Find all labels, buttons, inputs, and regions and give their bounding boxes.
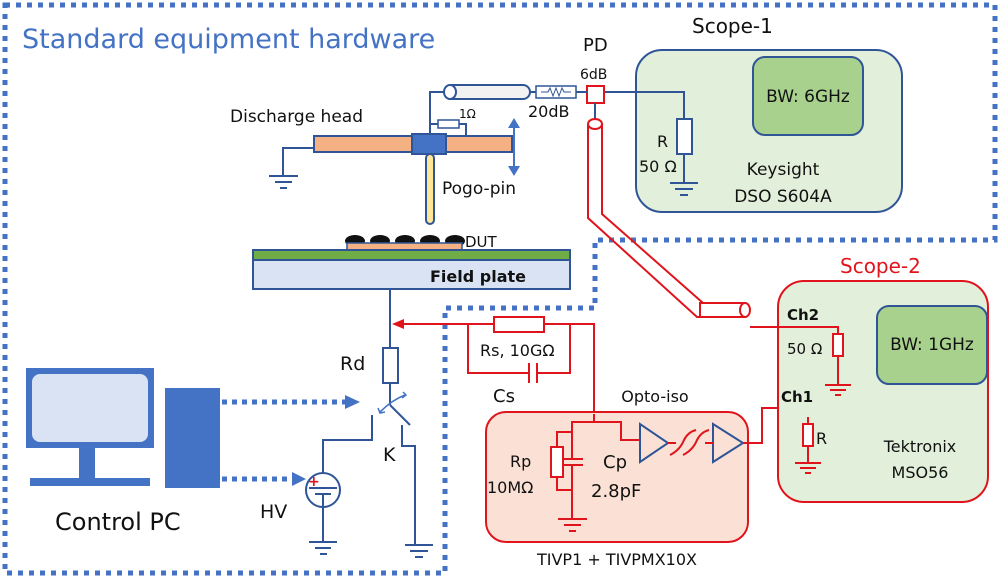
red-coax-connector: [699, 302, 746, 318]
scope2-ch2: Ch2: [787, 306, 819, 324]
ch1-resistor: [802, 423, 814, 447]
discharge-head-wire: [429, 91, 467, 136]
attenuator-resistor-zigzag: [541, 86, 571, 98]
control-arrow-to-hv: [222, 472, 306, 486]
scope1-model: DSO S604A: [734, 187, 832, 207]
attenuator-label: 20dB: [528, 102, 570, 121]
rp-value: 10MΩ: [487, 478, 533, 497]
ch2-resistor: [832, 333, 844, 357]
pogo-pin: [425, 153, 435, 225]
scope1-r-label: R: [657, 132, 668, 151]
red-coax-scope-end: [739, 302, 751, 318]
power-divider: [586, 85, 605, 104]
blue-coax-cable: [449, 84, 531, 100]
scope2-ch2-r: 50 Ω: [787, 340, 822, 358]
ch2-wire: [750, 326, 839, 384]
head-ground-icon: [269, 175, 298, 189]
scope1-wire: [605, 91, 685, 183]
scope2-model: MSO56: [892, 463, 949, 482]
field-plate-top: [252, 249, 571, 261]
rs-label: Rs, 10GΩ: [480, 341, 555, 360]
pd-db-label: 6dB: [580, 67, 607, 83]
scope2-ch1: Ch1: [781, 388, 813, 406]
hv-plus-sign: +: [308, 474, 320, 490]
pc-screen: [32, 374, 148, 442]
cp-label: Cp: [603, 452, 627, 473]
cs-label: Cs: [493, 386, 515, 407]
field-plate: [252, 259, 571, 290]
rs-resistor: [493, 316, 545, 333]
pc-base: [30, 478, 150, 486]
pc-stand: [79, 448, 95, 478]
scope2-bw-box: [876, 305, 988, 385]
control-pc-label: Control PC: [55, 508, 181, 536]
section-title: Standard equipment hardware: [22, 24, 435, 55]
cp-capacitor: [562, 458, 583, 466]
relay-ground-icon: [405, 544, 433, 558]
one-ohm-label: 1Ω: [459, 107, 476, 121]
probe-ground-icon: [558, 518, 587, 532]
ch1-ground-icon: [795, 462, 821, 474]
scope1-resistor: [676, 118, 693, 155]
probe-internal-wire: [556, 414, 640, 518]
dut-label: DUT: [465, 233, 498, 251]
head-ground-wire: [282, 147, 314, 175]
scope1-bw: BW: 6GHz: [766, 87, 850, 107]
probe-tip-arrow-icon: [392, 319, 404, 329]
control-arrow-to-relay: [222, 395, 360, 409]
relay-actuator-arrow-icon: [377, 391, 408, 414]
cp-value: 2.8pF: [591, 481, 641, 502]
scope2-bw: BW: 1GHz: [890, 335, 974, 355]
rs-cs-network-wire: [398, 323, 595, 414]
discharge-head-label: Discharge head: [230, 107, 363, 127]
pc-tower: [165, 388, 220, 488]
rp-resistor: [550, 446, 564, 478]
red-coax-top-end: [587, 118, 603, 130]
rd-resistor: [382, 347, 399, 384]
scope1-r-value: 50 Ω: [639, 157, 677, 176]
optical-link-icon: [668, 429, 713, 456]
scope1-bw-box: [752, 56, 864, 136]
up-down-arrow-icon: [508, 118, 520, 176]
pogo-pin-label: Pogo-pin: [442, 179, 516, 199]
ch2-ground-icon: [825, 384, 851, 396]
one-ohm-resistor: [437, 119, 460, 129]
relay-k-label: K: [383, 444, 396, 466]
rp-label: Rp: [510, 452, 531, 471]
scope1-title: Scope-1: [692, 14, 773, 38]
hv-battery-plates: [309, 487, 337, 506]
cs-capacitor: [511, 363, 555, 383]
hv-ground-icon: [309, 541, 337, 555]
hv-label: HV: [260, 501, 287, 523]
pd-label: PD: [583, 35, 608, 56]
scope1-vendor: Keysight: [747, 160, 820, 180]
field-plate-label: Field plate: [430, 267, 526, 286]
pogo-holder: [411, 133, 447, 155]
probe-box: [485, 411, 749, 543]
relay-k: [322, 404, 416, 545]
scope1-ground-icon: [670, 182, 698, 196]
blue-coax-end: [443, 84, 457, 100]
probe-name: TIVP1 + TIVPMX10X: [536, 550, 697, 569]
dut: [346, 242, 463, 251]
rd-label: Rd: [340, 353, 365, 375]
scope2-title: Scope-2: [840, 254, 921, 278]
scope2-vendor: Tektronix: [883, 437, 957, 456]
opto-tx-amplifier-icon: [639, 422, 670, 464]
opto-iso-label: Opto-iso: [621, 387, 688, 406]
scope2-ch1-r: R: [816, 429, 827, 448]
